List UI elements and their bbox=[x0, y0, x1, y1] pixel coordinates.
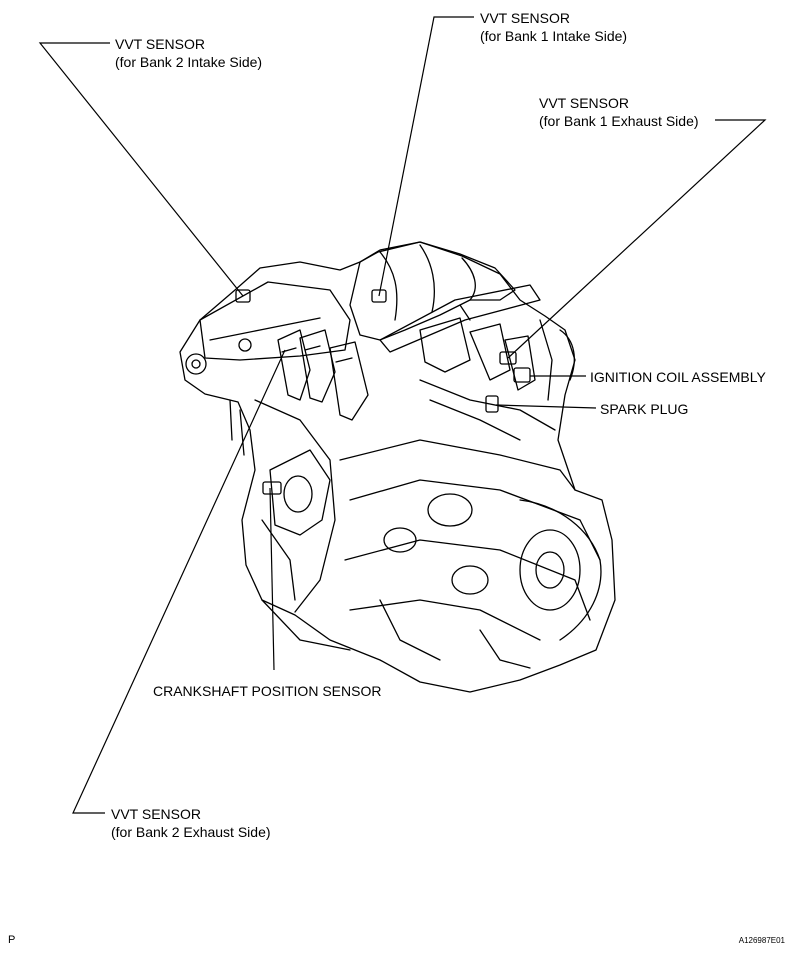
label-vvt-b2-exhaust-sub: (for Bank 2 Exhaust Side) bbox=[111, 824, 271, 840]
label-vvt-b1-exhaust-title: VVT SENSOR bbox=[539, 95, 629, 111]
leader-crankshaft bbox=[269, 487, 275, 671]
label-vvt-b2-intake-sub: (for Bank 2 Intake Side) bbox=[115, 54, 263, 70]
footer-figure-id: A126987E01 bbox=[738, 936, 785, 945]
label-vvt-b2-intake: VVT SENSOR (for Bank 2 Intake Side) bbox=[115, 35, 262, 71]
label-ignition-coil: IGNITION COIL ASSEMBLY bbox=[590, 369, 766, 385]
leader-vvt-b1-intake bbox=[378, 16, 474, 297]
label-vvt-b2-exhaust-title: VVT SENSOR bbox=[111, 806, 201, 822]
label-crankshaft-sensor: CRANKSHAFT POSITION SENSOR bbox=[153, 683, 382, 699]
label-vvt-b1-intake-title: VVT SENSOR bbox=[480, 10, 570, 26]
footer-left-mark: P bbox=[8, 934, 16, 946]
leader-vvt-b2-exhaust bbox=[72, 349, 286, 814]
label-vvt-b1-intake: VVT SENSOR (for Bank 1 Intake Side) bbox=[480, 9, 627, 45]
label-vvt-b2-intake-title: VVT SENSOR bbox=[115, 36, 205, 52]
engine-drawing bbox=[179, 241, 616, 693]
label-vvt-b1-exhaust: VVT SENSOR (for Bank 1 Exhaust Side) bbox=[539, 94, 699, 130]
label-vvt-b1-exhaust-sub: (for Bank 1 Exhaust Side) bbox=[539, 113, 699, 129]
label-spark-plug: SPARK PLUG bbox=[600, 401, 689, 417]
leader-vvt-b1-exhaust bbox=[507, 119, 767, 359]
label-vvt-b1-intake-sub: (for Bank 1 Intake Side) bbox=[480, 28, 628, 44]
leader-vvt-b2-intake bbox=[38, 42, 244, 297]
leader-spark-plug bbox=[495, 404, 597, 409]
leader-lines bbox=[38, 16, 767, 814]
label-vvt-b2-exhaust: VVT SENSOR (for Bank 2 Exhaust Side) bbox=[111, 805, 271, 841]
